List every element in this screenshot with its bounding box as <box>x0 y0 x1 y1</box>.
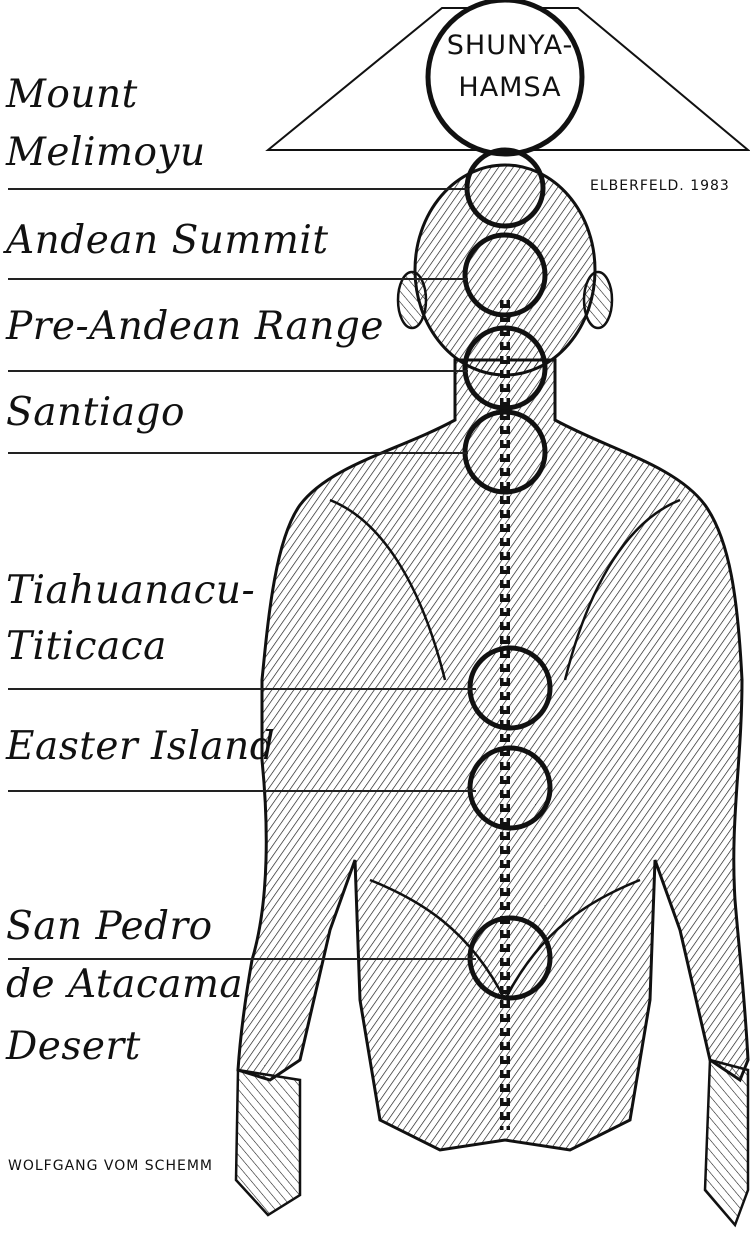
divider-line <box>8 278 468 280</box>
label-easter-island: Easter Island <box>6 724 275 770</box>
label-san-pedro-1: San Pedro <box>6 904 213 950</box>
divider-line <box>8 452 468 454</box>
divider-line <box>8 688 476 690</box>
label-tiahuanacu-1: Tiahuanacu- <box>6 568 255 614</box>
author-signature: WOLFGANG VOM SCHEMM <box>8 1158 213 1174</box>
title-line-1: SHUNYA- <box>425 30 595 61</box>
label-santiago: Santiago <box>6 390 185 436</box>
label-andean-summit: Andean Summit <box>6 218 329 264</box>
divider-line <box>8 370 468 372</box>
label-tiahuanacu-2: Titicaca <box>6 624 167 670</box>
label-san-pedro-3: Desert <box>6 1024 141 1070</box>
divider-line <box>8 790 476 792</box>
label-mount-melimoyu-1: Mount <box>6 72 138 118</box>
artist-signature: ELBERFELD. 1983 <box>590 178 730 194</box>
label-san-pedro-2: de Atacama <box>6 962 243 1008</box>
label-mount-melimoyu-2: Melimoyu <box>6 130 206 176</box>
divider-line <box>8 958 476 960</box>
label-pre-andean-range: Pre-Andean Range <box>6 304 384 350</box>
divider-line <box>8 188 468 190</box>
title-line-2: HAMSA <box>425 72 595 103</box>
